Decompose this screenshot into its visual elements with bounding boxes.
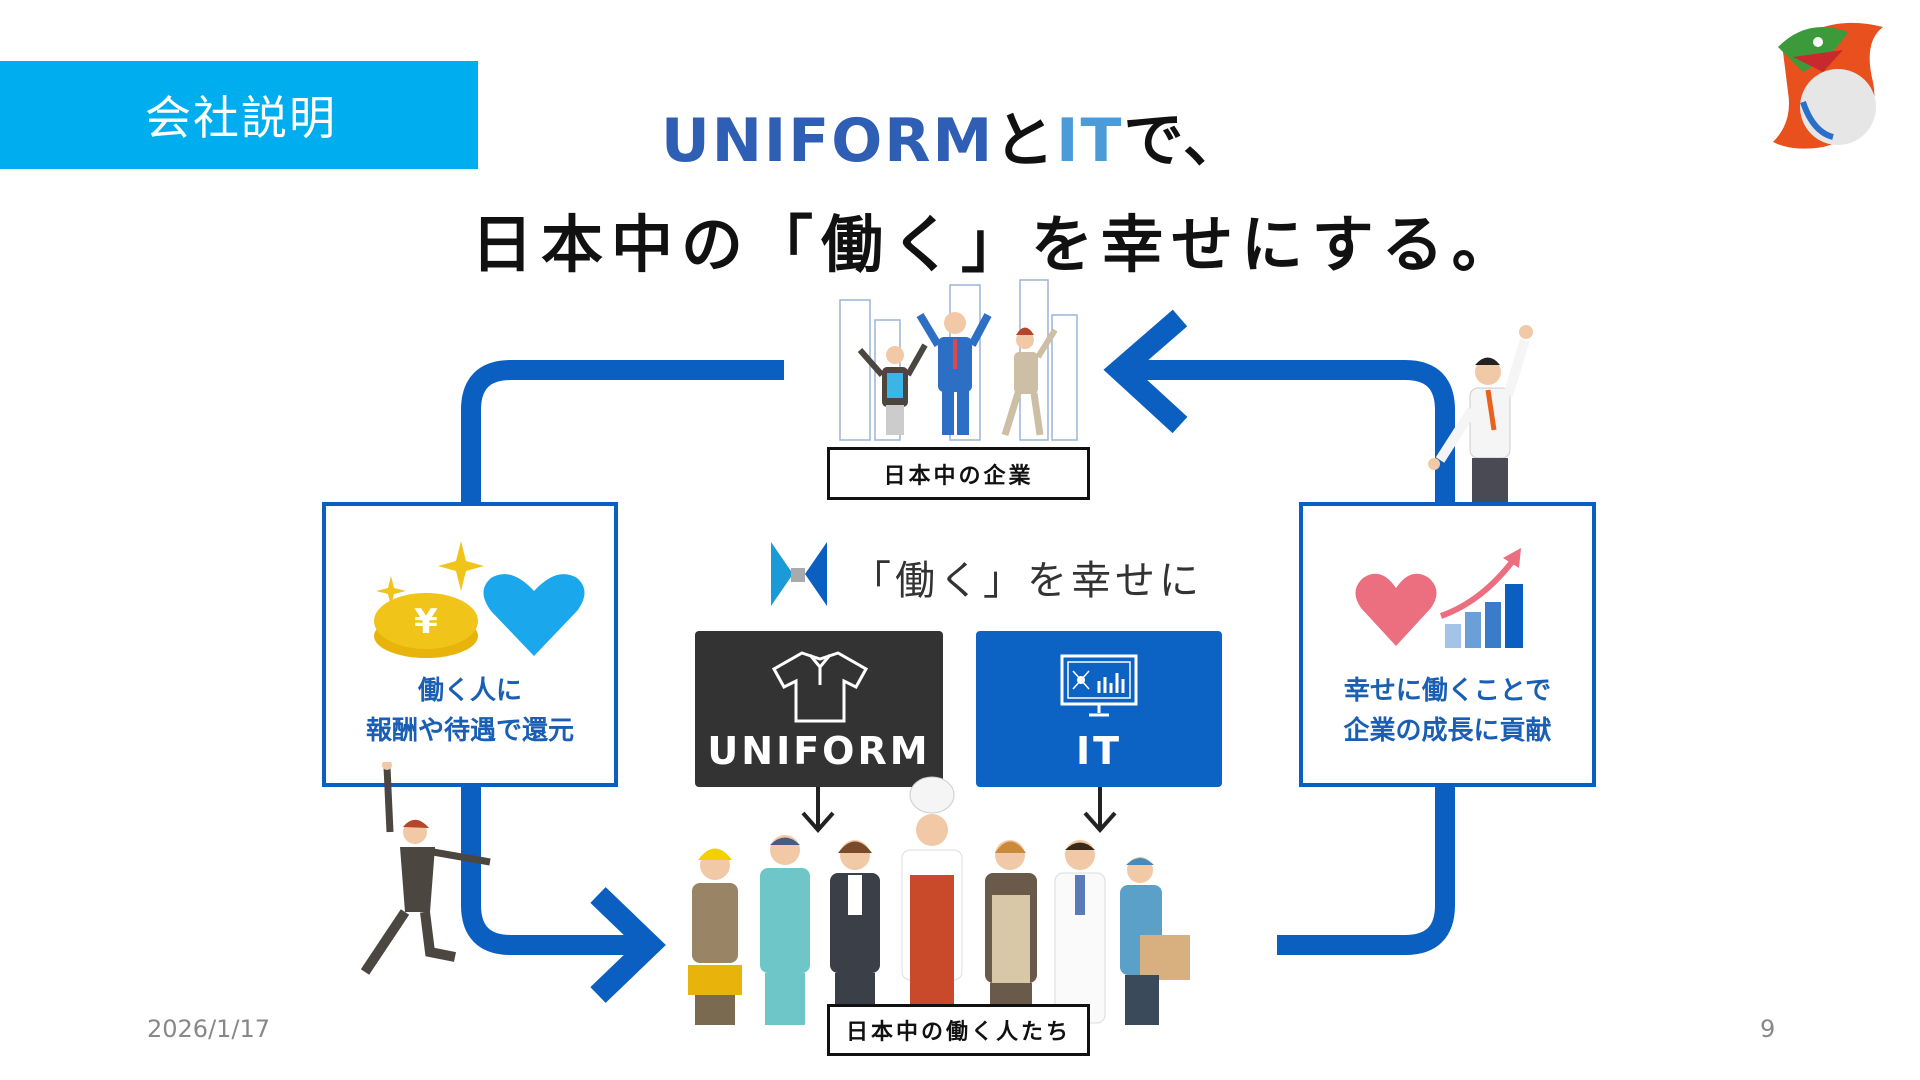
- title-it: IT: [1056, 106, 1124, 176]
- arrow-right-icon: [590, 887, 666, 1003]
- person-nurse: [760, 835, 810, 1025]
- right-box-line-2: 企業の成長に貢献: [1343, 716, 1552, 746]
- bottom-label-text: 日本中の働く人たち: [845, 1020, 1071, 1045]
- person-doctor: [1054, 840, 1106, 1024]
- svg-text:¥: ¥: [414, 602, 438, 642]
- loop-line-bottom-right: [1277, 787, 1455, 955]
- arrow-down-uniform-icon: [801, 787, 835, 834]
- section-tab-label: 会社説明: [145, 91, 337, 145]
- loop-line-bottom-left: [461, 787, 650, 955]
- title-uniform: UNIFORM: [661, 106, 995, 176]
- loop-line-top-left: [461, 360, 784, 502]
- left-box-reward: ¥ 働く人に報酬や待遇で還元: [322, 502, 618, 787]
- person-construction-worker: [688, 848, 742, 1025]
- cheering-man-illustration: [1428, 325, 1533, 502]
- title-rest: で、: [1123, 106, 1246, 176]
- title-line-1: UNIFORMとITで、: [661, 92, 1245, 179]
- arrow-down-it-icon: [1083, 787, 1117, 834]
- left-box-line-2: 報酬や待遇で還元: [365, 716, 574, 746]
- person-apron-woman: [985, 840, 1037, 1025]
- section-tab: 会社説明: [0, 61, 478, 169]
- person-office-woman: [830, 840, 880, 1025]
- right-box-growth: 幸せに働くことで企業の成長に貢献: [1299, 502, 1596, 787]
- loop-line-top-right: [1120, 360, 1455, 502]
- person-delivery: [1120, 857, 1190, 1025]
- mascot-logo-icon: [1773, 22, 1883, 149]
- jumping-woman-illustration: [360, 762, 491, 975]
- yen-coin-heart-icon: ¥: [374, 541, 585, 658]
- service-it-label: IT: [1075, 729, 1123, 773]
- brand-logo-icon: [771, 542, 827, 606]
- bottom-label-workers: 日本中の働く人たち: [827, 1004, 1090, 1056]
- top-label-companies: 日本中の企業: [827, 447, 1090, 500]
- title-line-2: 日本中の「働く」を幸せにする。: [471, 208, 1522, 281]
- companies-illustration: [839, 279, 1078, 441]
- footer-date: 2026/1/17: [147, 1015, 271, 1043]
- service-it: IT: [976, 631, 1222, 787]
- person-right: [1001, 327, 1058, 437]
- page-number: 9: [1760, 1015, 1776, 1043]
- left-box-text: 働く人に報酬や待遇で還元: [326, 671, 614, 751]
- workers-illustration: [688, 776, 1190, 1025]
- heart-growth-chart-icon: [1355, 548, 1523, 648]
- service-uniform-label: UNIFORM: [707, 729, 931, 773]
- person-businessman: [916, 312, 992, 435]
- person-chef: [901, 776, 963, 1005]
- left-box-line-1: 働く人に: [417, 676, 522, 706]
- polo-shirt-icon: [772, 651, 868, 723]
- right-box-text: 幸せに働くことで企業の成長に貢献: [1303, 671, 1592, 751]
- title-and: と: [994, 106, 1057, 176]
- service-uniform: UNIFORM: [695, 631, 943, 787]
- arrow-left-icon: [1103, 309, 1188, 434]
- brand-tagline: 「働く」を幸せに: [851, 558, 1203, 604]
- person-left: [857, 343, 928, 435]
- top-label-text: 日本中の企業: [883, 463, 1034, 489]
- right-box-line-1: 幸せに働くことで: [1343, 676, 1552, 706]
- monitor-chart-icon: [1060, 654, 1138, 717]
